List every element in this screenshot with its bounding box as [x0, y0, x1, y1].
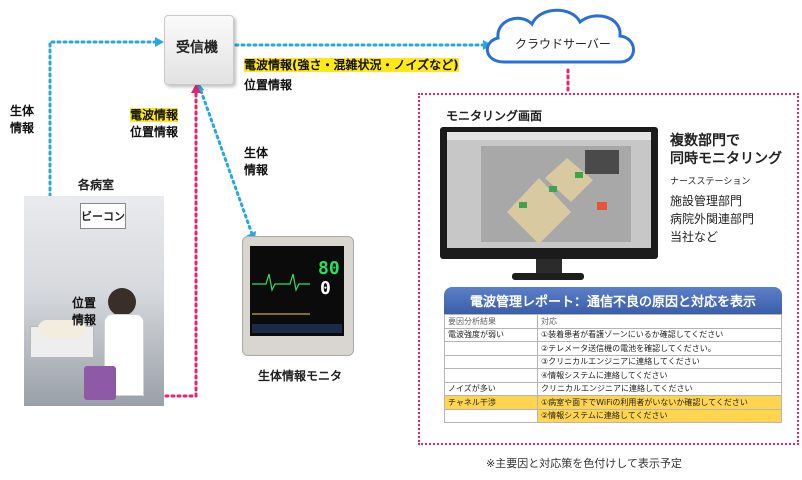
table-row: ④情報システムに連絡してください	[444, 368, 782, 383]
footnote: ※主要因と対応策を色付けして表示予定	[486, 457, 682, 470]
report-table: 要因分析結果 対応 電波強度が弱い ①装着患者が看護ゾーンにいるか確認してくださ…	[444, 314, 782, 423]
vital-info-right-line2: 情報	[244, 163, 269, 177]
monitor-caption: 生体情報モニタ	[258, 369, 343, 383]
radio-link-arrowhead	[191, 84, 201, 93]
position-info-mid-label: 位置情報	[130, 125, 179, 139]
table-row: 電波強度が弱い ①装着患者が看護ゾーンにいるか確認してください	[444, 327, 782, 342]
ecg-waveform	[252, 273, 342, 333]
monitor-value-heart-rate: 80	[318, 258, 340, 279]
monitoring-panel	[418, 93, 799, 445]
action-cell: ①装着患者が看護ゾーンにいるか確認してください	[537, 327, 782, 342]
radio-info-detail-label: 電波情報(強さ・混雑状況・ノイズなど)	[244, 58, 459, 72]
position-info-top-label: 位置情報	[244, 78, 293, 92]
cause-cell: チャネル干渉	[444, 395, 538, 410]
department-facility: 施設管理部門	[670, 194, 743, 208]
action-cell: ①病室や面下でWiFiの利用者がいないか確認してください	[537, 395, 782, 410]
table-row-highlighted: ②情報システムに連絡してください	[444, 408, 782, 423]
cloud-shape	[486, 8, 635, 64]
receiver-device	[164, 15, 234, 85]
vital-monitor-screen	[250, 246, 344, 336]
action-cell: ②情報システムに連絡してください	[537, 408, 782, 423]
room-position-line2: 情報	[72, 313, 97, 327]
headline-line1: 複数部門で	[670, 133, 740, 149]
receiver-label: 受信機	[176, 40, 218, 56]
beacon-tag: ビーコン	[80, 203, 126, 229]
monitoring-screen-title: モニタリング画面	[446, 109, 543, 123]
vital-link-monitor	[198, 86, 254, 236]
cause-cell	[444, 368, 538, 383]
department-external: 病院外関連部門	[670, 212, 755, 226]
table-row-highlighted: チャネル干渉 ①病室や面下でWiFiの利用者がいないか確認してください	[444, 395, 782, 410]
action-cell: クリニカルエンジニアに連絡してください	[537, 381, 782, 396]
cause-cell	[444, 408, 538, 423]
nurse-head-shape	[108, 288, 136, 316]
vital-link-left-arrowhead	[155, 37, 164, 47]
table-row: ノイズが多い クリニカルエンジニアに連絡してください	[444, 381, 782, 396]
action-cell: ③クリニカルエンジニアに連絡してください	[537, 354, 782, 369]
patient-shape	[38, 320, 86, 338]
vital-info-left-line1: 生体	[10, 104, 35, 118]
cart-shape	[84, 366, 116, 400]
header-action: 対応	[537, 314, 782, 329]
table-header-row: 要因分析結果 対応	[444, 314, 782, 329]
cause-cell: ノイズが多い	[444, 381, 538, 396]
department-our-company: 当社など	[670, 230, 719, 244]
cause-cell	[444, 354, 538, 369]
report-title: 電波管理レポート：通信不良の原因と対応を表示	[444, 287, 782, 314]
cause-cell: 電波強度が弱い	[444, 327, 538, 342]
pc-monitor-base	[512, 273, 584, 280]
action-cell: ④情報システムに連絡してください	[537, 368, 782, 383]
action-cell: ②テレメータ送信機の電池を確認してください。	[537, 341, 782, 356]
pc-monitor-stand	[536, 259, 562, 273]
patient-room-photo	[24, 196, 164, 406]
pc-monitor-screen	[447, 132, 651, 248]
department-nurse-station: ナースステーション	[670, 177, 751, 187]
table-row: ③クリニカルエンジニアに連絡してください	[444, 354, 782, 369]
radio-link	[164, 90, 198, 398]
vital-info-right-line1: 生体	[244, 146, 269, 160]
header-cause: 要因分析結果	[444, 314, 538, 329]
table-row: ②テレメータ送信機の電池を確認してください。	[444, 341, 782, 356]
vital-info-left-line2: 情報	[10, 121, 35, 135]
monitor-value-secondary: 0	[320, 278, 331, 299]
floor-map	[447, 132, 651, 244]
room-position-line1: 位置	[72, 296, 97, 310]
room-title: 各病室	[78, 178, 115, 192]
cloud-server-label: クラウドサーバー	[515, 37, 611, 51]
headline-line2: 同時モニタリング	[670, 151, 782, 167]
radio-info-mid-label: 電波情報	[130, 108, 179, 122]
cause-cell	[444, 341, 538, 356]
vital-link-left	[48, 40, 162, 198]
